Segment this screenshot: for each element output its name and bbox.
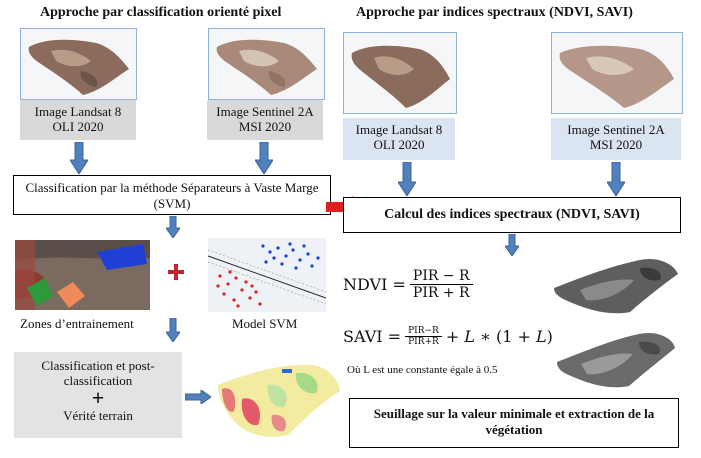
svm-model-label: Model SVM <box>232 316 298 331</box>
landsat-right-thumbnail <box>343 32 457 114</box>
ndvi-formula: NDVI = PIR − R PIR + R <box>343 268 477 301</box>
arrow-down-landsat-left <box>70 142 88 174</box>
threshold-extraction-box: Seuillage sur la valeur minimale et extr… <box>349 398 679 448</box>
classification-line: Classification et post-classification <box>41 358 155 388</box>
sentinel-right-label: Image Sentinel 2A MSI 2020 <box>551 118 681 160</box>
landsat-right-label: Image Landsat 8 OLI 2020 <box>343 118 455 160</box>
classified-map-image <box>212 355 342 445</box>
ndvi-map-image <box>550 250 680 320</box>
ndvi-numerator: PIR − R <box>409 268 473 285</box>
landsat-left-label: Image Landsat 8 OLI 2020 <box>20 100 136 140</box>
svm-model-image <box>208 238 326 312</box>
training-zones-label: Zones d’entrainement <box>20 316 134 331</box>
savi-tail: + 𝐿 ∗ (1 + 𝐿) <box>445 327 553 346</box>
savi-fraction: PIR−R PIR+R <box>405 326 442 347</box>
arrow-down-training <box>166 318 180 342</box>
arrow-down-sentinel-left <box>255 142 273 174</box>
classification-post-box: Classification et post-classification + … <box>14 352 182 438</box>
training-zones-image <box>15 240 150 310</box>
right-approach-title: Approche par indices spectraux (NDVI, SA… <box>356 5 633 20</box>
arrow-down-indices <box>505 234 519 256</box>
landsat-left-thumbnail <box>20 28 137 100</box>
l-constant-note: Où L est une constante égale à 0.5 <box>347 364 498 376</box>
verite-terrain-line: Vérité terrain <box>63 408 133 423</box>
sentinel-right-thumbnail <box>551 32 683 114</box>
ndvi-fraction: PIR − R PIR + R <box>409 268 473 301</box>
savi-numerator: PIR−R <box>405 326 442 337</box>
arrow-right-classified <box>185 390 211 404</box>
savi-denominator: PIR+R <box>408 337 439 347</box>
savi-map-image <box>553 322 678 394</box>
savi-formula: SAVI = PIR−R PIR+R + 𝐿 ∗ (1 + 𝐿) <box>343 326 553 347</box>
sentinel-left-label: Image Sentinel 2A MSI 2020 <box>207 100 323 140</box>
spectral-indices-box: Calcul des indices spectraux (NDVI, SAVI… <box>343 197 681 233</box>
savi-name: SAVI = <box>343 327 402 346</box>
left-approach-title: Approche par classification orienté pixe… <box>40 5 282 20</box>
arrow-down-landsat-right <box>398 162 416 196</box>
sentinel-left-thumbnail <box>208 28 325 100</box>
arrow-down-svm <box>166 216 180 238</box>
ndvi-name: NDVI = <box>343 275 406 294</box>
plus-icon <box>168 264 184 280</box>
ndvi-denominator: PIR + R <box>412 285 470 301</box>
arrow-down-sentinel-right <box>607 162 625 196</box>
classification-plus: + <box>91 385 105 410</box>
svm-classification-box: Classification par la méthode Séparateur… <box>13 175 331 215</box>
